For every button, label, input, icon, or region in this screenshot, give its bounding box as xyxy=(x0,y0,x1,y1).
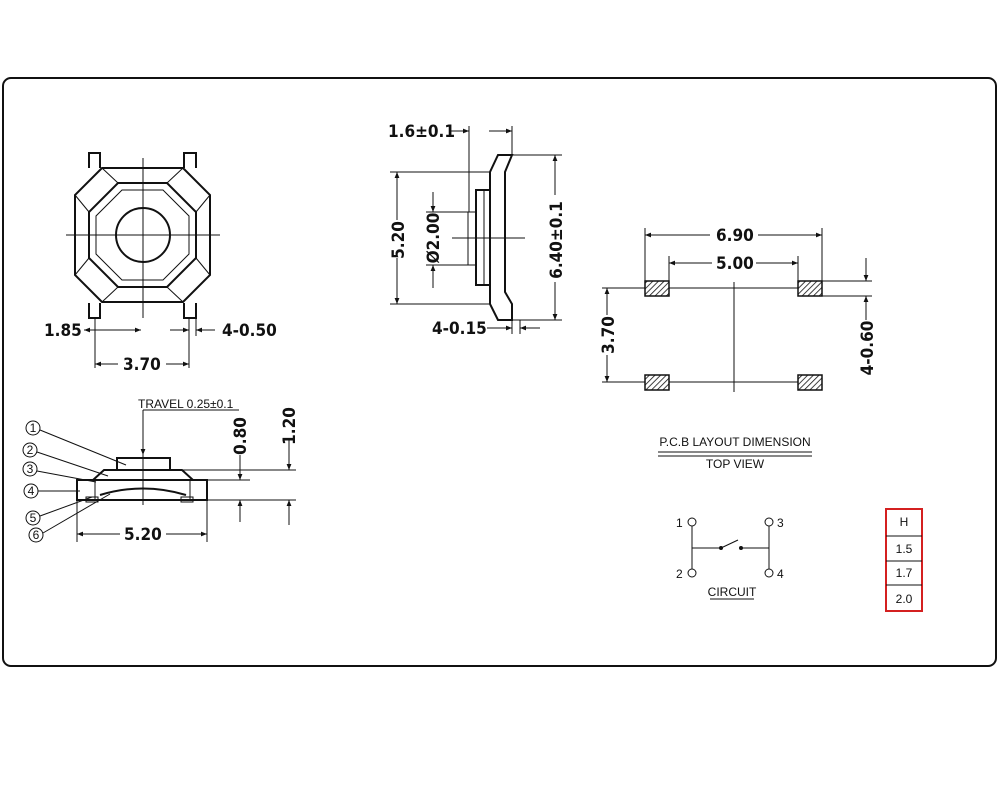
callout-4: 4 xyxy=(28,484,35,498)
top-view: 1.85 4-0.50 3.70 xyxy=(44,152,277,375)
dim-pin-width: 4-0.50 xyxy=(222,321,277,341)
side-profile xyxy=(489,154,514,321)
dim-1-6: 1.6±0.1 xyxy=(388,122,455,142)
dim-4-0-15: 4-0.15 xyxy=(432,319,487,339)
pcb-title: P.C.B LAYOUT DIMENSION xyxy=(659,435,810,449)
callout-6: 6 xyxy=(33,528,40,542)
dim-5-00: 5.00 xyxy=(716,254,754,274)
dim-1-85: 1.85 xyxy=(44,321,82,341)
callout-3: 3 xyxy=(27,462,34,476)
callout-1: 1 xyxy=(30,421,37,435)
height-table-row: 1.7 xyxy=(896,566,913,580)
front-view: 1 2 3 4 5 6 TRAVEL 0.25±0.1 xyxy=(22,397,300,545)
dim-diameter: Ø2.00 xyxy=(424,213,444,264)
callout-2: 2 xyxy=(27,443,34,457)
pcb-subtitle: TOP VIEW xyxy=(706,457,765,471)
height-table-row: 2.0 xyxy=(896,592,913,606)
dim-3-70-top: 3.70 xyxy=(123,355,161,375)
dim-4-0-60: 4-0.60 xyxy=(858,321,878,376)
pcb-pad-tl xyxy=(644,280,670,297)
circuit-pin-2: 2 xyxy=(676,567,683,581)
pcb-layout: 6.90 5.00 3.70 4-0.60 P.C.B LAYOUT DIMEN… xyxy=(599,226,878,471)
drawing-frame xyxy=(2,77,997,667)
dim-5-20-side: 5.20 xyxy=(389,221,409,259)
dim-6-40: 6.40±0.1 xyxy=(547,201,567,279)
front-body xyxy=(76,479,208,501)
circuit-pin-4: 4 xyxy=(777,567,784,581)
callout-5: 5 xyxy=(30,511,37,525)
dim-3-70-pcb: 3.70 xyxy=(599,316,619,354)
side-view: 1.6±0.1 5.20 Ø2.00 6.40±0.1 4-0.15 xyxy=(388,122,567,339)
top-pin-bl xyxy=(88,303,101,319)
top-pin-tr xyxy=(183,152,197,168)
height-table-row: 1.5 xyxy=(896,542,913,556)
top-pin-tl xyxy=(88,152,101,168)
circuit-label: CIRCUIT xyxy=(708,585,757,599)
top-pin-br xyxy=(183,303,197,319)
travel-label: TRAVEL 0.25±0.1 xyxy=(138,397,234,411)
dim-0-80: 0.80 xyxy=(231,417,251,455)
dim-1-20: 1.20 xyxy=(280,407,300,445)
circuit-pin-3: 3 xyxy=(777,516,784,530)
height-table: H 1.5 1.7 2.0 xyxy=(885,508,923,612)
circuit-diagram: 1 2 3 4 CIRCUIT xyxy=(676,516,784,600)
callouts: 1 2 3 4 5 6 xyxy=(22,420,127,543)
dim-5-20-front: 5.20 xyxy=(124,525,162,545)
pcb-pad-br xyxy=(797,374,823,391)
pcb-pad-bl xyxy=(644,374,670,391)
circuit-pin-1: 1 xyxy=(676,516,683,530)
dim-6-90: 6.90 xyxy=(716,226,754,246)
pcb-pad-tr xyxy=(797,280,823,297)
height-table-header: H xyxy=(900,515,909,529)
top-inner-octagon xyxy=(95,189,190,281)
